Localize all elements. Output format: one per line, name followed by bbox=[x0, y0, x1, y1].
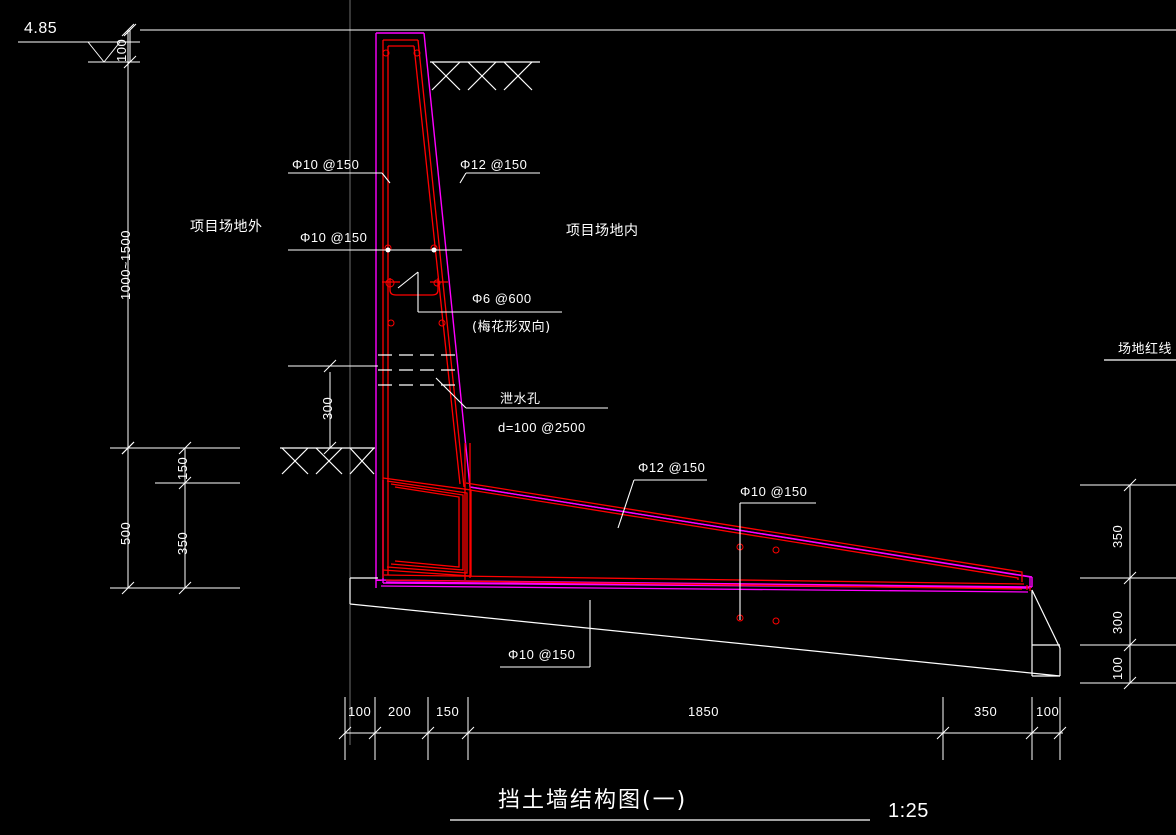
callout-tie-bar-note: (梅花形双向) bbox=[472, 320, 551, 335]
drawing-scale: 1:25 bbox=[888, 800, 929, 822]
tie-bar-detail bbox=[382, 278, 448, 296]
dim-right-0: 350 bbox=[1110, 524, 1125, 548]
elevation-marker bbox=[18, 29, 1176, 63]
dim-top-thickness: 100 bbox=[114, 38, 129, 62]
callout-wall-outer-lower: Φ10 @150 bbox=[300, 230, 368, 245]
dim-bottom-0: 100 bbox=[348, 704, 372, 719]
footing-lap-bars bbox=[382, 443, 472, 580]
dim-wall-height: 1000~1500 bbox=[118, 230, 133, 300]
dim-bottom-3: 1850 bbox=[688, 704, 719, 719]
dim-right-chain bbox=[1080, 478, 1176, 690]
callout-footing-bottom: Φ10 @150 bbox=[508, 647, 576, 662]
callout-weep-hole-spec: d=100 @2500 bbox=[498, 420, 586, 435]
dim-footing-upper: 150 bbox=[175, 456, 190, 480]
callout-tie-bar: Φ6 @600 bbox=[472, 291, 532, 306]
dim-bottom-1: 200 bbox=[388, 704, 412, 719]
label-site-outside: 项目场地外 bbox=[190, 219, 263, 235]
ground-hatch-outside bbox=[280, 447, 375, 475]
wall-rebar-inner bbox=[413, 39, 465, 488]
drawing-title: 挡土墙结构图(一) bbox=[498, 788, 688, 813]
weep-hole-openings bbox=[378, 354, 461, 386]
label-site-inside: 项目场地内 bbox=[566, 223, 639, 239]
footing-end-hooks bbox=[1026, 585, 1031, 591]
wall-rebar-outer bbox=[382, 39, 418, 578]
top-thickness-dim bbox=[123, 23, 137, 69]
leader-lines bbox=[288, 172, 816, 668]
footing-concrete-outline bbox=[382, 480, 1027, 589]
rebar-section-dots bbox=[382, 49, 780, 625]
callout-footing-vertical: Φ10 @150 bbox=[740, 484, 808, 499]
dim-weep-offset bbox=[288, 359, 378, 455]
elevation-value: 4.85 bbox=[24, 20, 58, 37]
ground-hatch-inside bbox=[430, 61, 540, 91]
callout-footing-top: Φ12 @150 bbox=[638, 460, 706, 475]
dim-right-1: 300 bbox=[1110, 610, 1125, 634]
callout-weep-hole: 泄水孔 bbox=[500, 392, 541, 407]
dim-footing-lower: 350 bbox=[175, 531, 190, 555]
callout-wall-inner-upper: Φ12 @150 bbox=[460, 157, 528, 172]
dim-footing-total: 500 bbox=[118, 521, 133, 545]
dim-bottom-4: 350 bbox=[974, 704, 998, 719]
footing-rebar-top bbox=[465, 482, 1023, 582]
wall-concrete-outline bbox=[375, 32, 1033, 588]
callout-wall-outer-upper: Φ10 @150 bbox=[292, 157, 360, 172]
dim-weep-offset: 300 bbox=[320, 396, 335, 420]
dim-bottom-2: 150 bbox=[436, 704, 460, 719]
dim-left-footing bbox=[110, 441, 240, 595]
dim-right-2: 100 bbox=[1110, 656, 1125, 680]
dim-bottom-chain bbox=[338, 697, 1067, 760]
label-site-redline: 场地红线 bbox=[1118, 342, 1173, 357]
cushion-layer bbox=[349, 577, 1061, 677]
dim-bottom-5: 100 bbox=[1036, 704, 1060, 719]
footing-rebar-bottom bbox=[383, 574, 1025, 590]
